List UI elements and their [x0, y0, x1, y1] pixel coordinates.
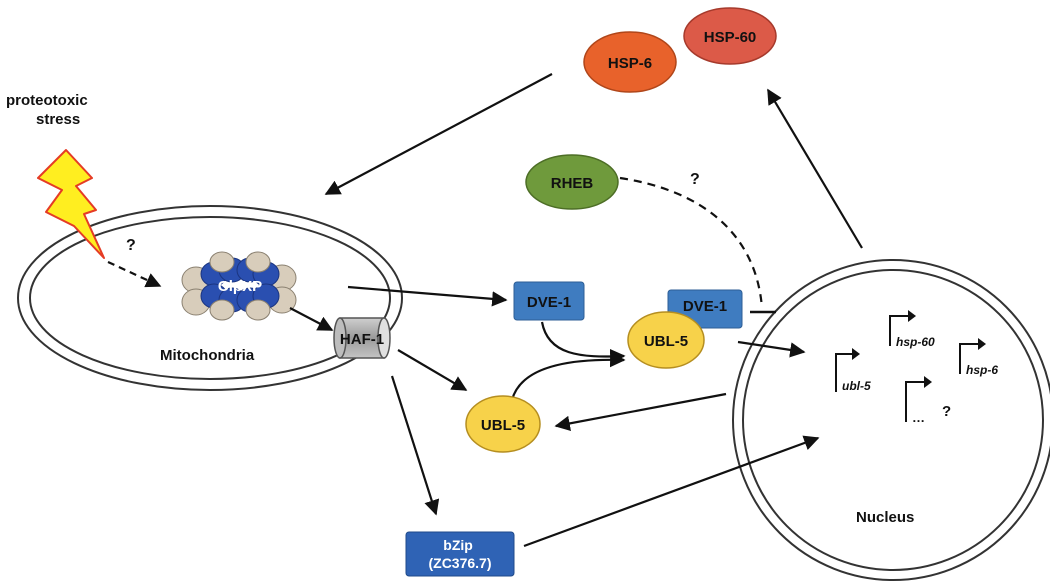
clpxp-to-haf1-arrow [289, 307, 334, 331]
stress-label-line-2: stress [36, 111, 80, 128]
dve1-to-complex-arrow [540, 321, 626, 365]
dve1-box [513, 281, 585, 321]
hsp6-promoter-icon [959, 338, 986, 374]
hsp-to-mitochondria-arrow [324, 73, 553, 195]
gene-ubl5-label: ubl-5 [842, 379, 871, 393]
haf1-transporter [333, 317, 391, 359]
gene-other-question-mark: ? [942, 403, 951, 420]
other-gene-promoter-icon [905, 376, 932, 422]
nucleus-label: Nucleus [856, 509, 914, 526]
complex-to-nucleus-arrow [737, 340, 806, 358]
nucleus-to-hsp-arrow [767, 88, 863, 249]
haf1-to-bzip-arrow [390, 375, 440, 516]
bzip-label: bZip (ZC376.7) [428, 537, 491, 571]
hsp60-oval [683, 7, 777, 65]
rheb-label: RHEB [551, 175, 594, 192]
clpxp-label: ClpXP [218, 278, 262, 295]
gene-other-label: … [912, 410, 925, 425]
stress-to-clpxp-arrow [107, 261, 162, 288]
rheb-oval [525, 154, 619, 210]
bzip-label-line-2: (ZC376.7) [428, 555, 491, 571]
hsp6-oval [583, 31, 677, 93]
stress-label-line-1: proteotoxic [6, 92, 88, 109]
hsp60-promoter-icon [889, 310, 916, 346]
ubl5-promoter-icon [835, 348, 860, 392]
rheb-inhibition-line [619, 176, 764, 309]
mitochondria-label: Mitochondria [160, 347, 255, 364]
bzip-label-line-1: bZip [443, 537, 473, 553]
nucleus-to-ubl5-arrow [554, 392, 727, 432]
ubl5-to-complex-arrow [510, 351, 626, 401]
bzip-to-nucleus-arrow [523, 435, 820, 548]
gene-hsp60-label: hsp-60 [896, 335, 935, 349]
hsp60-label: HSP-60 [704, 29, 757, 46]
bzip-box [405, 531, 515, 577]
rheb-question-mark: ? [690, 171, 700, 188]
hsp6-label: HSP-6 [608, 55, 652, 72]
dve1-label: DVE-1 [527, 294, 571, 311]
ubl5-complex-oval [627, 311, 705, 369]
ubl5-oval [465, 395, 541, 453]
stress-label: proteotoxic stress [6, 92, 92, 128]
clpxp-complex [181, 251, 297, 321]
clpxp-to-dve1-arrow [347, 285, 508, 307]
lightning-bolt-icon [37, 149, 105, 259]
nucleus [732, 259, 1050, 581]
dve1-complex-label: DVE-1 [683, 298, 727, 315]
haf1-label: HAF-1 [340, 331, 384, 348]
ubl5-label: UBL-5 [481, 417, 525, 434]
haf1-to-ubl5-arrow [397, 349, 468, 391]
gene-hsp6-label: hsp-6 [966, 363, 998, 377]
stress-question-mark: ? [126, 237, 136, 254]
ubl5-complex-label: UBL-5 [644, 333, 688, 350]
